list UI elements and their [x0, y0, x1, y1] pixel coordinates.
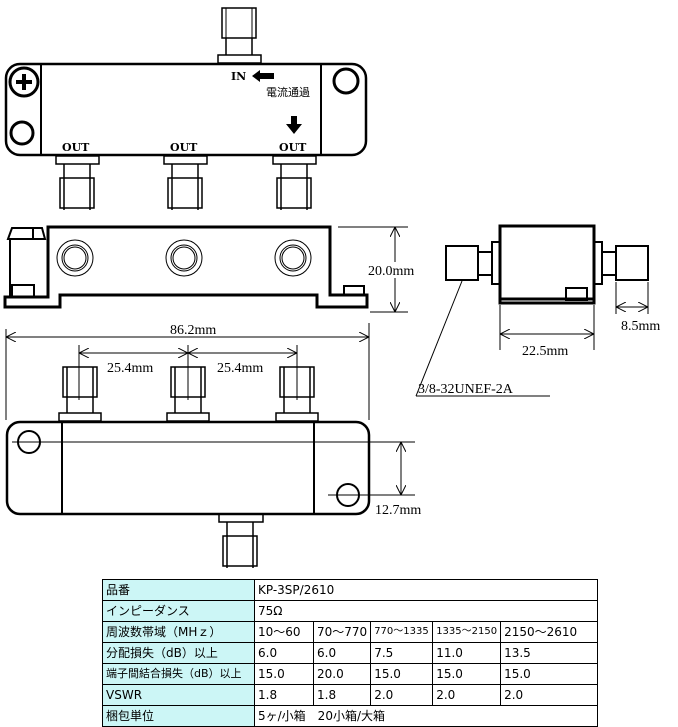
cell-value: 11.0 [432, 642, 502, 664]
cell-value: 15.0 [370, 663, 434, 685]
cell-value: 75Ω [253, 600, 599, 622]
mount-hole [332, 67, 360, 95]
table-row: VSWR 1.8 1.8 2.0 2.0 2.0 [102, 684, 599, 706]
pitch-right-dimension: 25.4mm [217, 361, 263, 376]
cell-value: 1.8 [254, 684, 314, 706]
cell-value: 1.8 [312, 684, 372, 706]
table-row: 品番 KP-3SP/2610 [102, 579, 599, 601]
screw-icon [8, 66, 40, 98]
row-label: インピーダンス [102, 600, 255, 622]
output-connector-2 [163, 155, 208, 210]
splitter-technical-drawing: IN 電流通過 OUT OUT OUT 20 [3, 7, 660, 568]
cell-value: 1335〜2150 [432, 621, 502, 643]
cell-value: 15.0 [432, 663, 502, 685]
hole-offset-dimension: 12.7mm [375, 503, 421, 518]
cell-value: 2.0 [500, 684, 599, 706]
cell-value: KP-3SP/2610 [253, 579, 599, 601]
current-pass-label: 電流通過 [266, 85, 310, 99]
connector-face-1 [56, 239, 94, 277]
height-dimension: 20.0mm [368, 264, 414, 279]
table-row: インピーダンス 75Ω [102, 600, 599, 622]
row-label: VSWR [102, 684, 255, 706]
bottom-view [5, 323, 415, 568]
row-label: 梱包単位 [102, 705, 255, 727]
connector-face-2 [165, 239, 203, 277]
table-row: 端子間結合損失（dB）以上 15.0 20.0 15.0 15.0 15.0 [102, 663, 599, 685]
cell-value: 5ヶ/小箱 20小箱/大箱 [253, 705, 599, 727]
out-label-2: OUT [170, 141, 198, 154]
out-label-3: OUT [279, 141, 307, 154]
cell-value: 20.0 [312, 663, 372, 685]
spec-table: 品番 KP-3SP/2610 インピーダンス 75Ω 周波数帯域（MHｚ） 10… [102, 579, 599, 727]
pitch-left-dimension: 25.4mm [107, 361, 153, 376]
cell-value: 15.0 [254, 663, 314, 685]
total-width-dimension: 86.2mm [170, 323, 216, 338]
row-label: 端子間結合損失（dB）以上 [102, 663, 255, 685]
row-label: 品番 [102, 579, 255, 601]
body-length-dimension: 22.5mm [522, 344, 568, 359]
cell-value: 6.0 [312, 642, 372, 664]
input-connector-top [217, 7, 262, 64]
cell-value: 2.0 [432, 684, 502, 706]
bottom-connector-2 [166, 366, 210, 422]
side-view [415, 224, 649, 397]
cell-value: 2150〜2610 [500, 621, 599, 643]
out-label-1: OUT [62, 141, 90, 154]
in-label: IN [231, 70, 246, 83]
arrow-left-icon [252, 70, 274, 82]
cell-value: 10〜60 [254, 621, 314, 643]
thread-spec-label: 3/8-32UNEF-2A [418, 382, 514, 397]
cell-value: 70〜770 [312, 621, 372, 643]
connector-length-dimension: 8.5mm [621, 319, 660, 334]
table-row: 周波数帯域（MHｚ） 10〜60 70〜770 770〜1335 1335〜21… [102, 621, 599, 643]
output-connector-3 [272, 155, 317, 210]
cell-value: 2.0 [370, 684, 434, 706]
cell-value: 15.0 [500, 663, 599, 685]
output-connector-1 [55, 155, 100, 210]
connector-face-3 [274, 239, 312, 277]
cell-value: 770〜1335 [370, 621, 434, 643]
arrow-down-icon [286, 116, 302, 134]
row-label: 分配損失（dB）以上 [102, 642, 255, 664]
top-view [4, 7, 368, 210]
front-view [3, 225, 408, 313]
cell-value: 13.5 [500, 642, 599, 664]
cell-value: 7.5 [370, 642, 434, 664]
mount-hole [9, 120, 35, 146]
splitter-body-top [4, 62, 368, 157]
table-row: 梱包単位 5ヶ/小箱 20小箱/大箱 [102, 705, 599, 727]
table-row: 分配損失（dB）以上 6.0 6.0 7.5 11.0 13.5 [102, 642, 599, 664]
cell-value: 6.0 [254, 642, 314, 664]
bottom-connector-1 [58, 366, 102, 422]
row-label: 周波数帯域（MHｚ） [102, 621, 255, 643]
